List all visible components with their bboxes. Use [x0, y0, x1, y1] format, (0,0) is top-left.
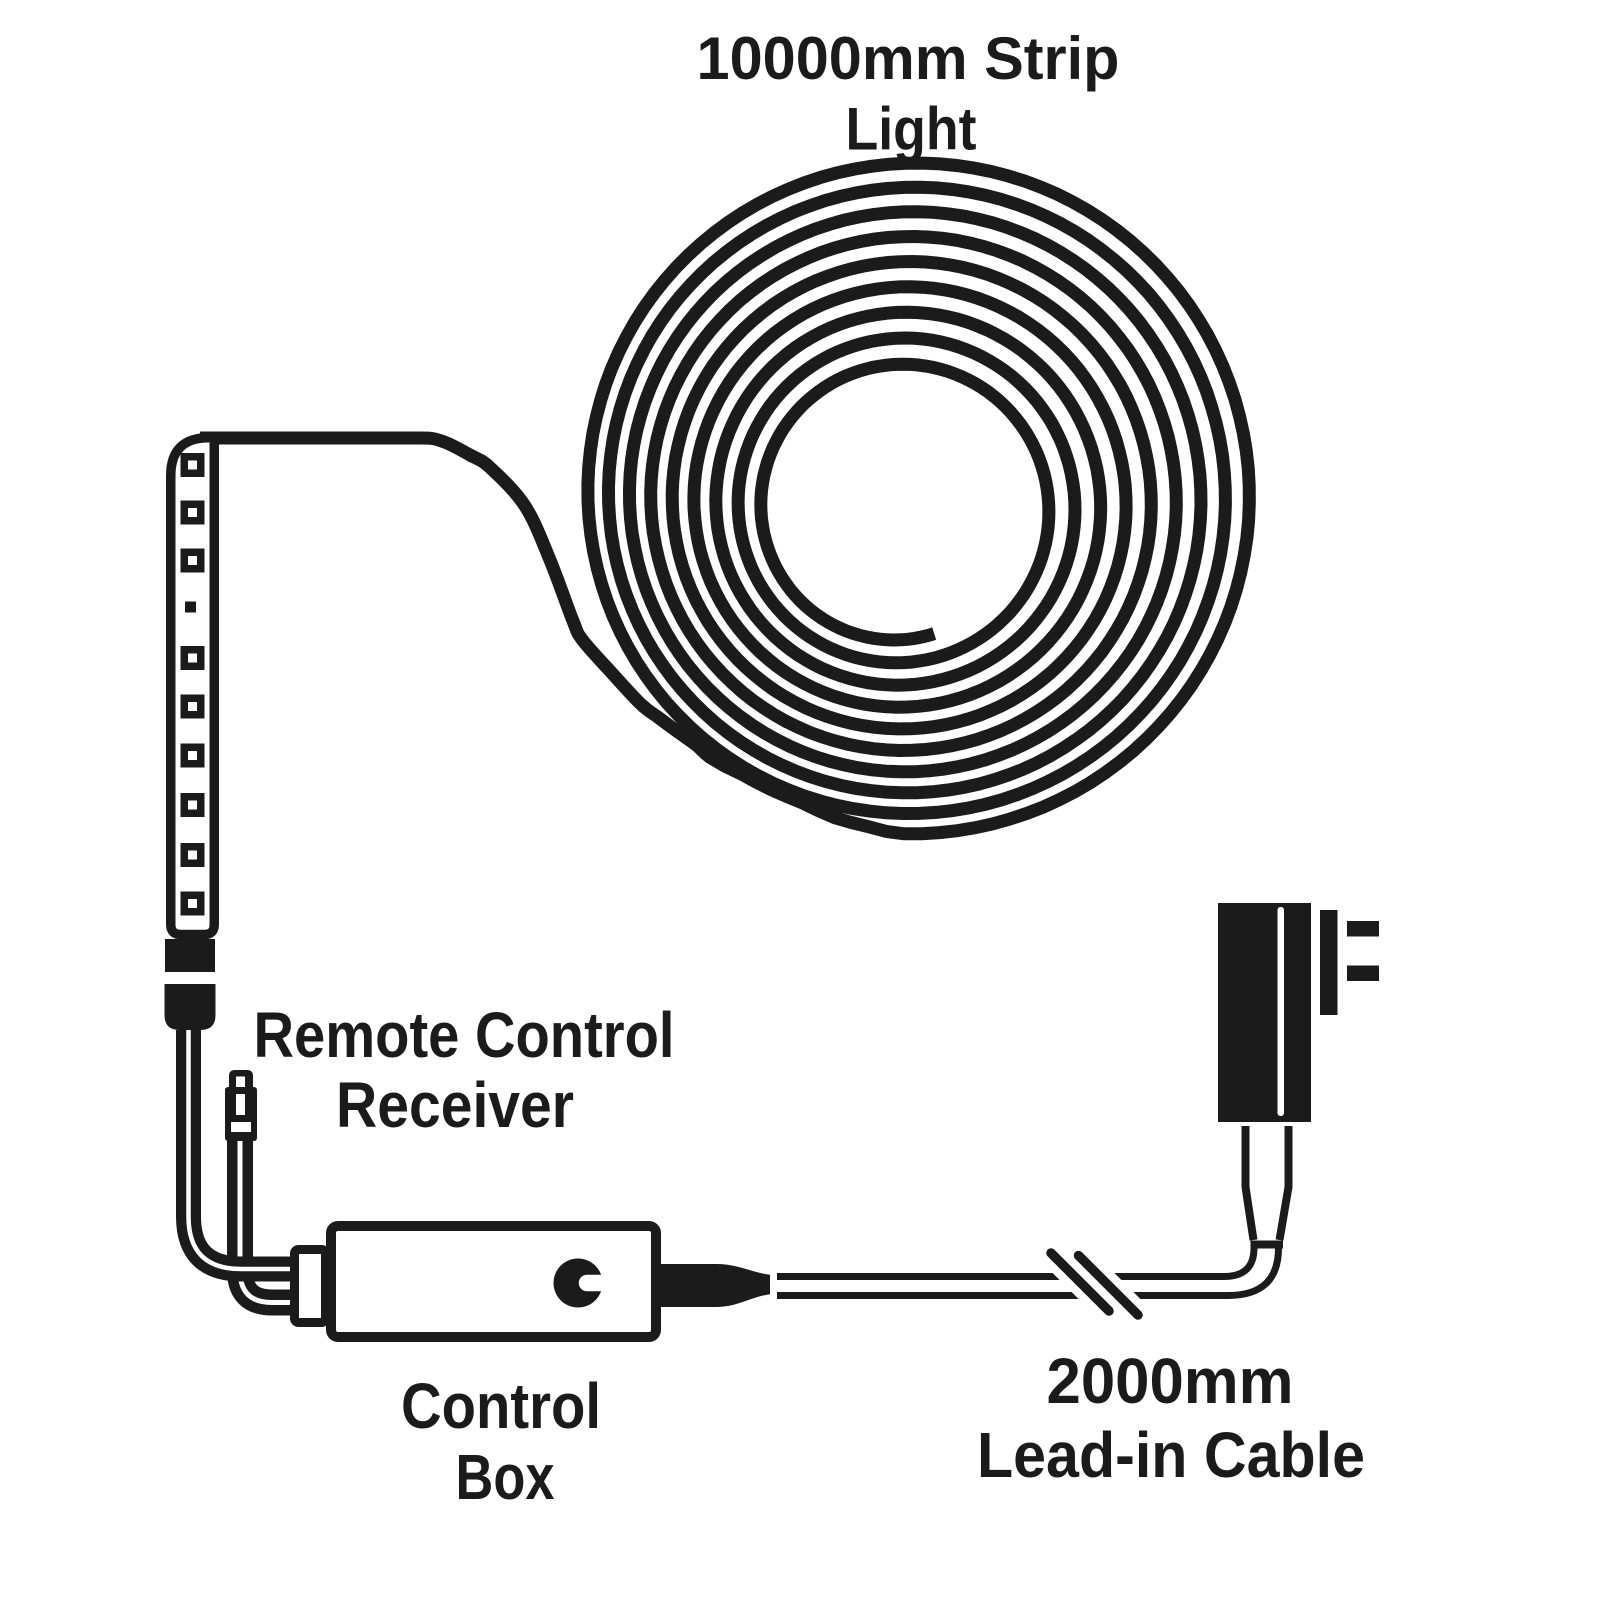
- svg-text:Box: Box: [456, 1441, 555, 1513]
- svg-text:Receiver: Receiver: [336, 1069, 574, 1141]
- svg-text:2000mm: 2000mm: [1047, 1345, 1294, 1417]
- svg-text:10000mm Strip: 10000mm Strip: [697, 25, 1120, 92]
- svg-text:Light: Light: [846, 96, 977, 163]
- svg-text:Control: Control: [401, 1370, 601, 1442]
- svg-text:Remote Control: Remote Control: [254, 999, 675, 1071]
- svg-text:Lead-in Cable: Lead-in Cable: [977, 1419, 1365, 1491]
